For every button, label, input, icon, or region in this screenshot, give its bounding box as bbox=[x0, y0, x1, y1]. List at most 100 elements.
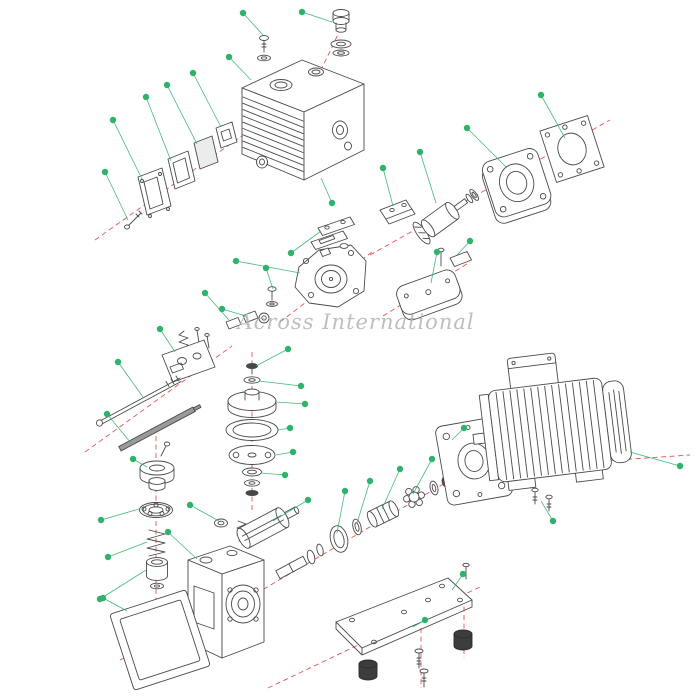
bracket-gasket bbox=[539, 115, 605, 183]
assembly-axis bbox=[321, 27, 342, 69]
callout-leader bbox=[204, 292, 230, 321]
base-plate bbox=[335, 577, 473, 656]
small-washer bbox=[243, 376, 261, 384]
callout-leader bbox=[100, 508, 140, 521]
coupling-washer bbox=[429, 480, 439, 496]
callout-leader bbox=[540, 500, 554, 522]
ball-bearing bbox=[139, 502, 173, 518]
rotor-vane-2 bbox=[288, 555, 308, 573]
shaft-ring bbox=[214, 518, 228, 528]
parts-layer bbox=[96, 9, 632, 691]
callout-leader bbox=[221, 308, 247, 317]
callout-leader bbox=[419, 151, 437, 204]
callout-dot bbox=[218, 305, 226, 313]
callout-leader bbox=[112, 119, 143, 180]
callout-dot bbox=[549, 517, 557, 525]
callout-dot bbox=[341, 487, 349, 495]
dipstick-rod bbox=[96, 375, 182, 427]
callout-dot bbox=[232, 257, 240, 265]
callout-leader bbox=[106, 413, 132, 444]
callout-leader bbox=[265, 267, 274, 290]
callout-dot bbox=[396, 465, 404, 473]
callout-leader bbox=[290, 230, 322, 254]
callout-leader bbox=[260, 472, 286, 476]
callout-leader bbox=[301, 11, 333, 23]
bearing-cover bbox=[227, 388, 277, 418]
callout-leader bbox=[255, 348, 289, 367]
cylinder-head bbox=[294, 243, 367, 308]
oil-nozzle-cap bbox=[246, 362, 258, 375]
callout-dot bbox=[284, 345, 292, 353]
callout-dot bbox=[281, 471, 289, 479]
callout-dot bbox=[103, 410, 111, 418]
shaft-coupling bbox=[366, 500, 400, 528]
valve-cover-plate bbox=[396, 269, 463, 321]
rubber-foot-1 bbox=[453, 629, 473, 651]
callouts-layer bbox=[96, 8, 684, 628]
callout-dot bbox=[328, 199, 336, 207]
callout-dot bbox=[676, 462, 684, 470]
callout-dot bbox=[301, 400, 309, 408]
seal-washer bbox=[352, 518, 362, 536]
callout-dot bbox=[379, 164, 387, 172]
callout-dot bbox=[421, 616, 429, 624]
callout-dot bbox=[297, 382, 305, 390]
callout-dot bbox=[304, 496, 312, 504]
callout-leader bbox=[242, 12, 264, 36]
callout-leader bbox=[272, 499, 309, 522]
vent-screw bbox=[257, 35, 271, 62]
set-screw bbox=[160, 441, 171, 457]
callout-leader bbox=[228, 56, 252, 81]
callout-dot bbox=[186, 501, 194, 509]
callout-dot bbox=[142, 93, 150, 101]
callout-dot bbox=[225, 53, 233, 61]
callout-dot bbox=[459, 570, 467, 578]
callout-leader bbox=[145, 96, 172, 162]
head-screw bbox=[266, 286, 278, 307]
callout-dot bbox=[109, 116, 117, 124]
rotor-shaft bbox=[236, 506, 300, 549]
cup-washer bbox=[150, 582, 164, 590]
callout-dot bbox=[97, 516, 105, 524]
oil-case bbox=[241, 59, 365, 181]
window-frame-plate bbox=[167, 150, 196, 190]
callout-dot bbox=[463, 124, 471, 132]
reed-valves bbox=[225, 310, 270, 330]
callout-dot bbox=[286, 424, 294, 432]
callout-leader bbox=[189, 504, 220, 522]
case-gasket bbox=[137, 167, 172, 218]
callout-leader bbox=[99, 569, 147, 600]
cover-gasket bbox=[225, 419, 279, 441]
callout-leader bbox=[381, 468, 401, 510]
callout-leader bbox=[167, 531, 198, 560]
callout-leader bbox=[166, 84, 198, 145]
retaining-ring bbox=[306, 549, 316, 565]
callout-leader bbox=[276, 401, 306, 405]
valve-spring bbox=[146, 529, 166, 557]
callout-leader bbox=[320, 177, 333, 204]
callout-leader bbox=[382, 167, 394, 207]
callout-dot bbox=[239, 9, 247, 17]
bottom-gasket-frame bbox=[109, 589, 211, 691]
callout-dot bbox=[366, 477, 374, 485]
callout-dot bbox=[99, 594, 107, 602]
rotor-fan-assembly bbox=[412, 188, 479, 245]
retainer-plate bbox=[215, 121, 238, 149]
mounting-plate bbox=[379, 199, 416, 225]
piston-cup bbox=[146, 557, 168, 581]
callout-leader bbox=[336, 490, 346, 534]
callout-dot bbox=[460, 424, 468, 432]
callout-dot bbox=[101, 168, 109, 176]
filter-pad bbox=[193, 135, 219, 170]
cooling-fins bbox=[242, 96, 304, 172]
oval-plate bbox=[228, 445, 276, 465]
callout-dot bbox=[189, 69, 197, 77]
callout-leader bbox=[235, 260, 301, 274]
callout-leader bbox=[159, 328, 176, 353]
watermark: Across International bbox=[235, 310, 474, 334]
callout-dot bbox=[287, 249, 295, 257]
shaft-rod bbox=[118, 404, 202, 452]
callout-dot bbox=[114, 358, 122, 366]
callout-dot bbox=[129, 455, 137, 463]
